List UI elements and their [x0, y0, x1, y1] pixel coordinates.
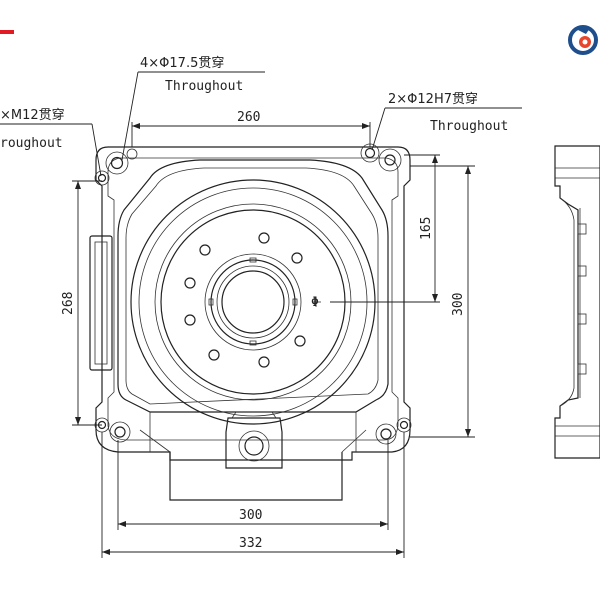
company-logo: [568, 25, 598, 55]
dimension-right-300: 300: [410, 165, 475, 438]
dimension-bottom-332: 332: [101, 432, 405, 558]
callout-top-holes-note: Throughout: [165, 79, 243, 94]
dim-right-partial: 165: [419, 217, 434, 240]
dimension-left-268: 268: [61, 180, 102, 426]
dimension-bottom-300: 300: [117, 440, 389, 530]
dimension-top-260: 260: [131, 110, 371, 147]
side-view: [554, 145, 600, 459]
callout-right-pins-note: Throughout: [430, 119, 508, 134]
dim-bottom-inner: 300: [239, 508, 262, 523]
dim-top-width: 260: [237, 110, 260, 125]
callout-right-pins-spec: 2×Φ12H7贯穿: [388, 91, 478, 107]
callout-right-pins: 2×Φ12H7贯穿 Throughout: [371, 91, 522, 151]
center-phi-label: Φ: [311, 295, 319, 310]
dim-bottom-outer: 332: [239, 536, 262, 551]
callout-left-threads-spec: ×M12贯穿: [0, 107, 65, 123]
dim-left-height: 268: [61, 292, 76, 315]
dimension-right-165: 165: [330, 154, 440, 303]
brand-accent-bar: [0, 30, 14, 34]
plan-view: Φ: [89, 143, 412, 501]
callout-left-threads-note: roughout: [0, 136, 63, 151]
callout-top-holes: 4×Φ17.5贯穿 Throughout: [121, 55, 265, 161]
callout-top-holes-spec: 4×Φ17.5贯穿: [140, 55, 224, 71]
callout-left-threads: ×M12贯穿 roughout: [0, 107, 102, 177]
dim-right-height: 300: [451, 293, 466, 316]
